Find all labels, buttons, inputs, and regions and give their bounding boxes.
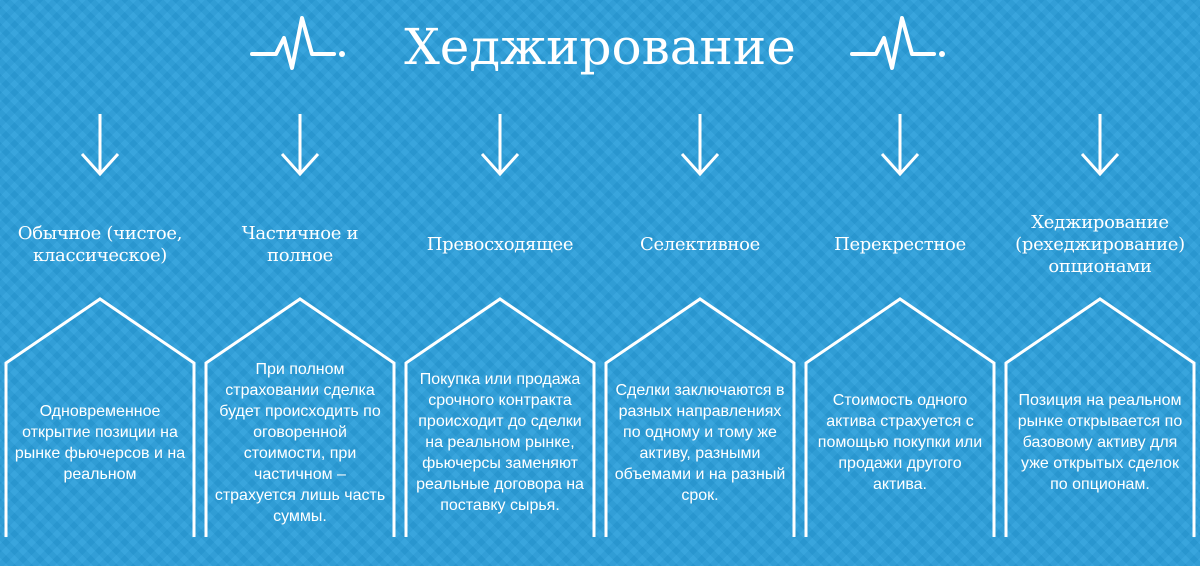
hedging-type-card: Хеджирование (рехеджирование) опционами …: [1000, 0, 1200, 566]
hedging-type-label: Обычное (чистое, классическое): [17, 223, 183, 266]
page-title: Хеджирование: [404, 18, 796, 76]
hedging-type-card: Превосходящее Покупка или продажа срочно…: [400, 0, 600, 566]
arrow-down-icon: [1080, 114, 1120, 177]
hedging-type-description: Сделки заключаются в разных направлениях…: [614, 381, 786, 504]
arrow-down-icon: [680, 114, 720, 177]
hedging-type-card: Селективное Сделки заключаются в разных …: [600, 0, 800, 566]
arrow-down-icon: [280, 114, 320, 177]
hedging-type-label: Превосходящее: [426, 234, 574, 255]
heartbeat-line-icon: [850, 16, 945, 70]
hedging-type-label: Селективное: [639, 234, 761, 255]
hedging-type-description: Покупка или продажа срочного контракта п…: [416, 371, 584, 514]
house-frame: [204, 297, 396, 537]
hedging-type-card: Обычное (чистое, классическое) Одновреме…: [0, 0, 200, 566]
hedging-type-description: При полном страховании сделка будет прои…: [214, 360, 386, 525]
house-frame: [1004, 297, 1196, 537]
arrow-down-icon: [80, 114, 120, 177]
hedging-type-label: Частичное и полное: [241, 223, 359, 266]
arrow-down-icon: [480, 114, 520, 177]
hedging-type-label: Хеджирование (рехеджирование) опционами: [1015, 212, 1185, 277]
house-frame: [4, 297, 196, 537]
hedging-type-description: Стоимость одного актива страхуется с пом…: [817, 392, 983, 493]
hedging-type-card: Частичное и полное При полном страховани…: [200, 0, 400, 566]
hedging-type-card: Перекрестное Стоимость одного актива стр…: [800, 0, 1000, 566]
hedging-type-label: Перекрестное: [834, 234, 966, 255]
hedging-type-description: Одновременное открытие позиции на рынке …: [14, 402, 186, 483]
heartbeat-line-icon: [250, 16, 345, 70]
hedging-type-description: Позиция на реальном рынке открывается по…: [1017, 392, 1183, 493]
arrow-down-icon: [880, 114, 920, 177]
house-frame: [604, 297, 796, 537]
house-frame: [404, 297, 596, 537]
header: Хеджирование: [0, 0, 1200, 92]
house-frame: [804, 297, 996, 537]
